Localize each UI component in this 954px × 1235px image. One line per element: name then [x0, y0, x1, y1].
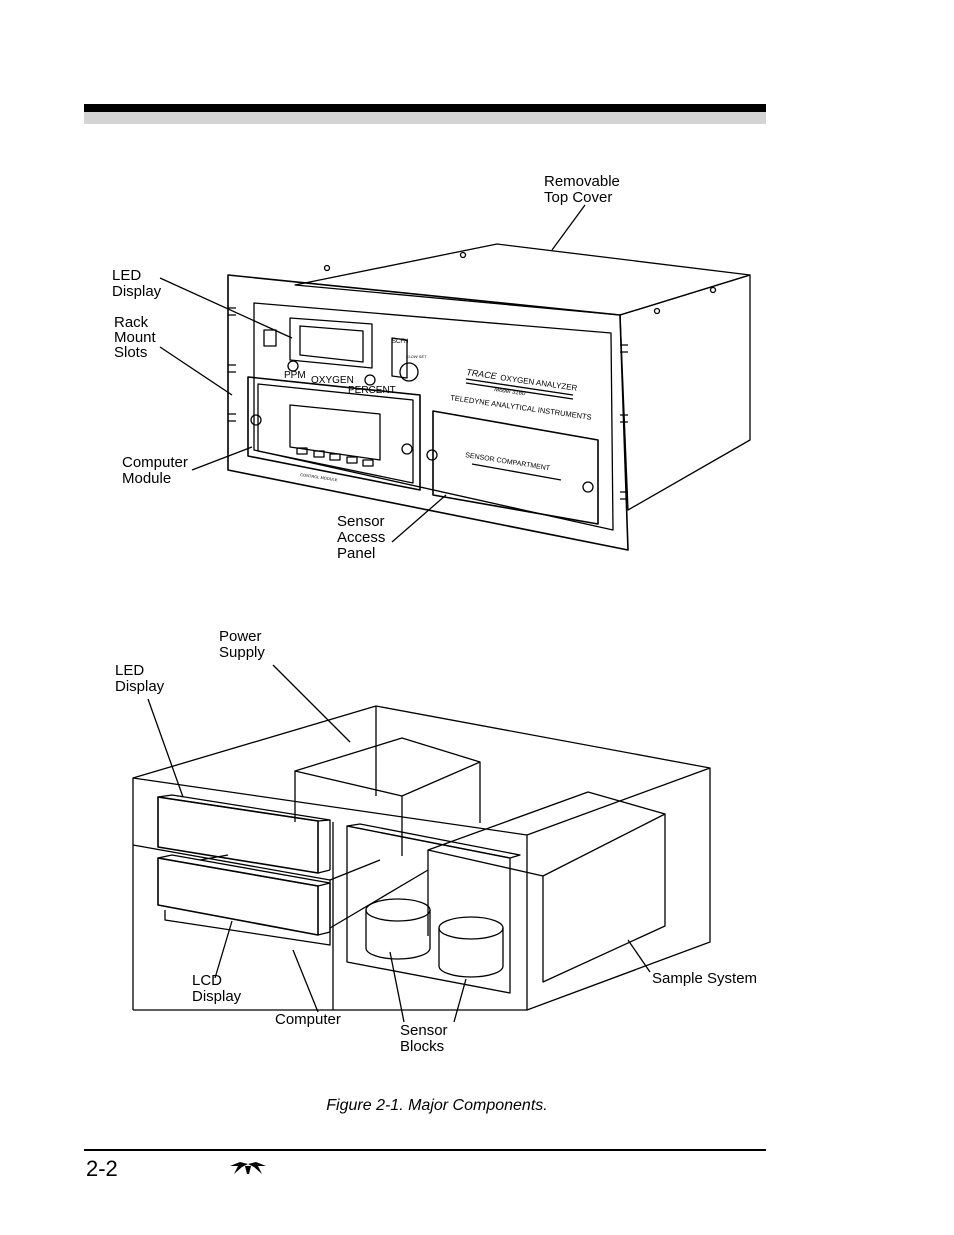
- led-display-label-line2: Display: [112, 283, 162, 300]
- power-supply-label-line1: Power: [219, 628, 262, 645]
- sensor-access-panel-label-line1: Sensor: [337, 513, 385, 530]
- rack-mount-slots-label-line1: Rack: [114, 314, 149, 331]
- sensor-access-panel-label-line3: Panel: [337, 545, 375, 562]
- ppm-label: PPM: [284, 370, 306, 381]
- lcd-display-label-line1: LCD: [192, 972, 222, 989]
- header-shade-band: [84, 112, 766, 124]
- cutaway-chassis: [132, 664, 711, 1023]
- flow-set-label: FLOW SET: [406, 354, 427, 359]
- teledyne-logo-icon: [230, 1162, 266, 1174]
- analyzer-panel-text: PPM OXYGEN PERCENT SCFH FLOW SET TRACE O…: [284, 339, 592, 482]
- bottom-led-display-label-line2: Display: [115, 678, 165, 695]
- led-display-label-line1: LED: [112, 267, 141, 284]
- page-number: 2-2: [86, 1156, 118, 1181]
- sensor-blocks-label-line2: Blocks: [400, 1038, 444, 1055]
- model-label: Model 3160: [494, 387, 527, 397]
- figure-caption: Figure 2-1. Major Components.: [326, 1097, 548, 1114]
- bottom-led-display-label-line1: LED: [115, 662, 144, 679]
- rack-mount-slots-label-line2: Mount: [114, 329, 157, 346]
- trace-label: TRACE: [466, 367, 499, 381]
- control-module-label: CONTROL MODULE: [300, 472, 338, 482]
- computer-module-label-line2: Module: [122, 470, 171, 487]
- removable-top-cover-label-line2: Top Cover: [544, 189, 612, 206]
- percent-label: PERCENT: [348, 385, 396, 396]
- analyzer-chassis: [159, 204, 751, 551]
- sensor-compartment-label: SENSOR COMPARTMENT: [465, 452, 551, 472]
- rack-mount-slots-label-line3: Slots: [114, 344, 147, 361]
- computer-label: Computer: [275, 1011, 341, 1028]
- scfh-label: SCFH: [392, 339, 408, 345]
- oxygen-label: OXYGEN: [311, 375, 354, 386]
- sample-system-label: Sample System: [652, 970, 757, 987]
- computer-module-label-line1: Computer: [122, 454, 188, 471]
- bottom-figure-callouts: Power Supply LED Display LCD Display Com…: [115, 628, 757, 1055]
- power-supply-label-line2: Supply: [219, 644, 265, 661]
- footer-rule: [84, 1149, 766, 1151]
- sensor-blocks-label-line1: Sensor: [400, 1022, 448, 1039]
- lcd-display-label-line2: Display: [192, 988, 242, 1005]
- top-figure-callouts: Removable Top Cover LED Display Rack Mou…: [112, 173, 620, 562]
- header-rule: [84, 104, 766, 112]
- sensor-access-panel-label-line2: Access: [337, 529, 385, 546]
- removable-top-cover-label-line1: Removable: [544, 173, 620, 190]
